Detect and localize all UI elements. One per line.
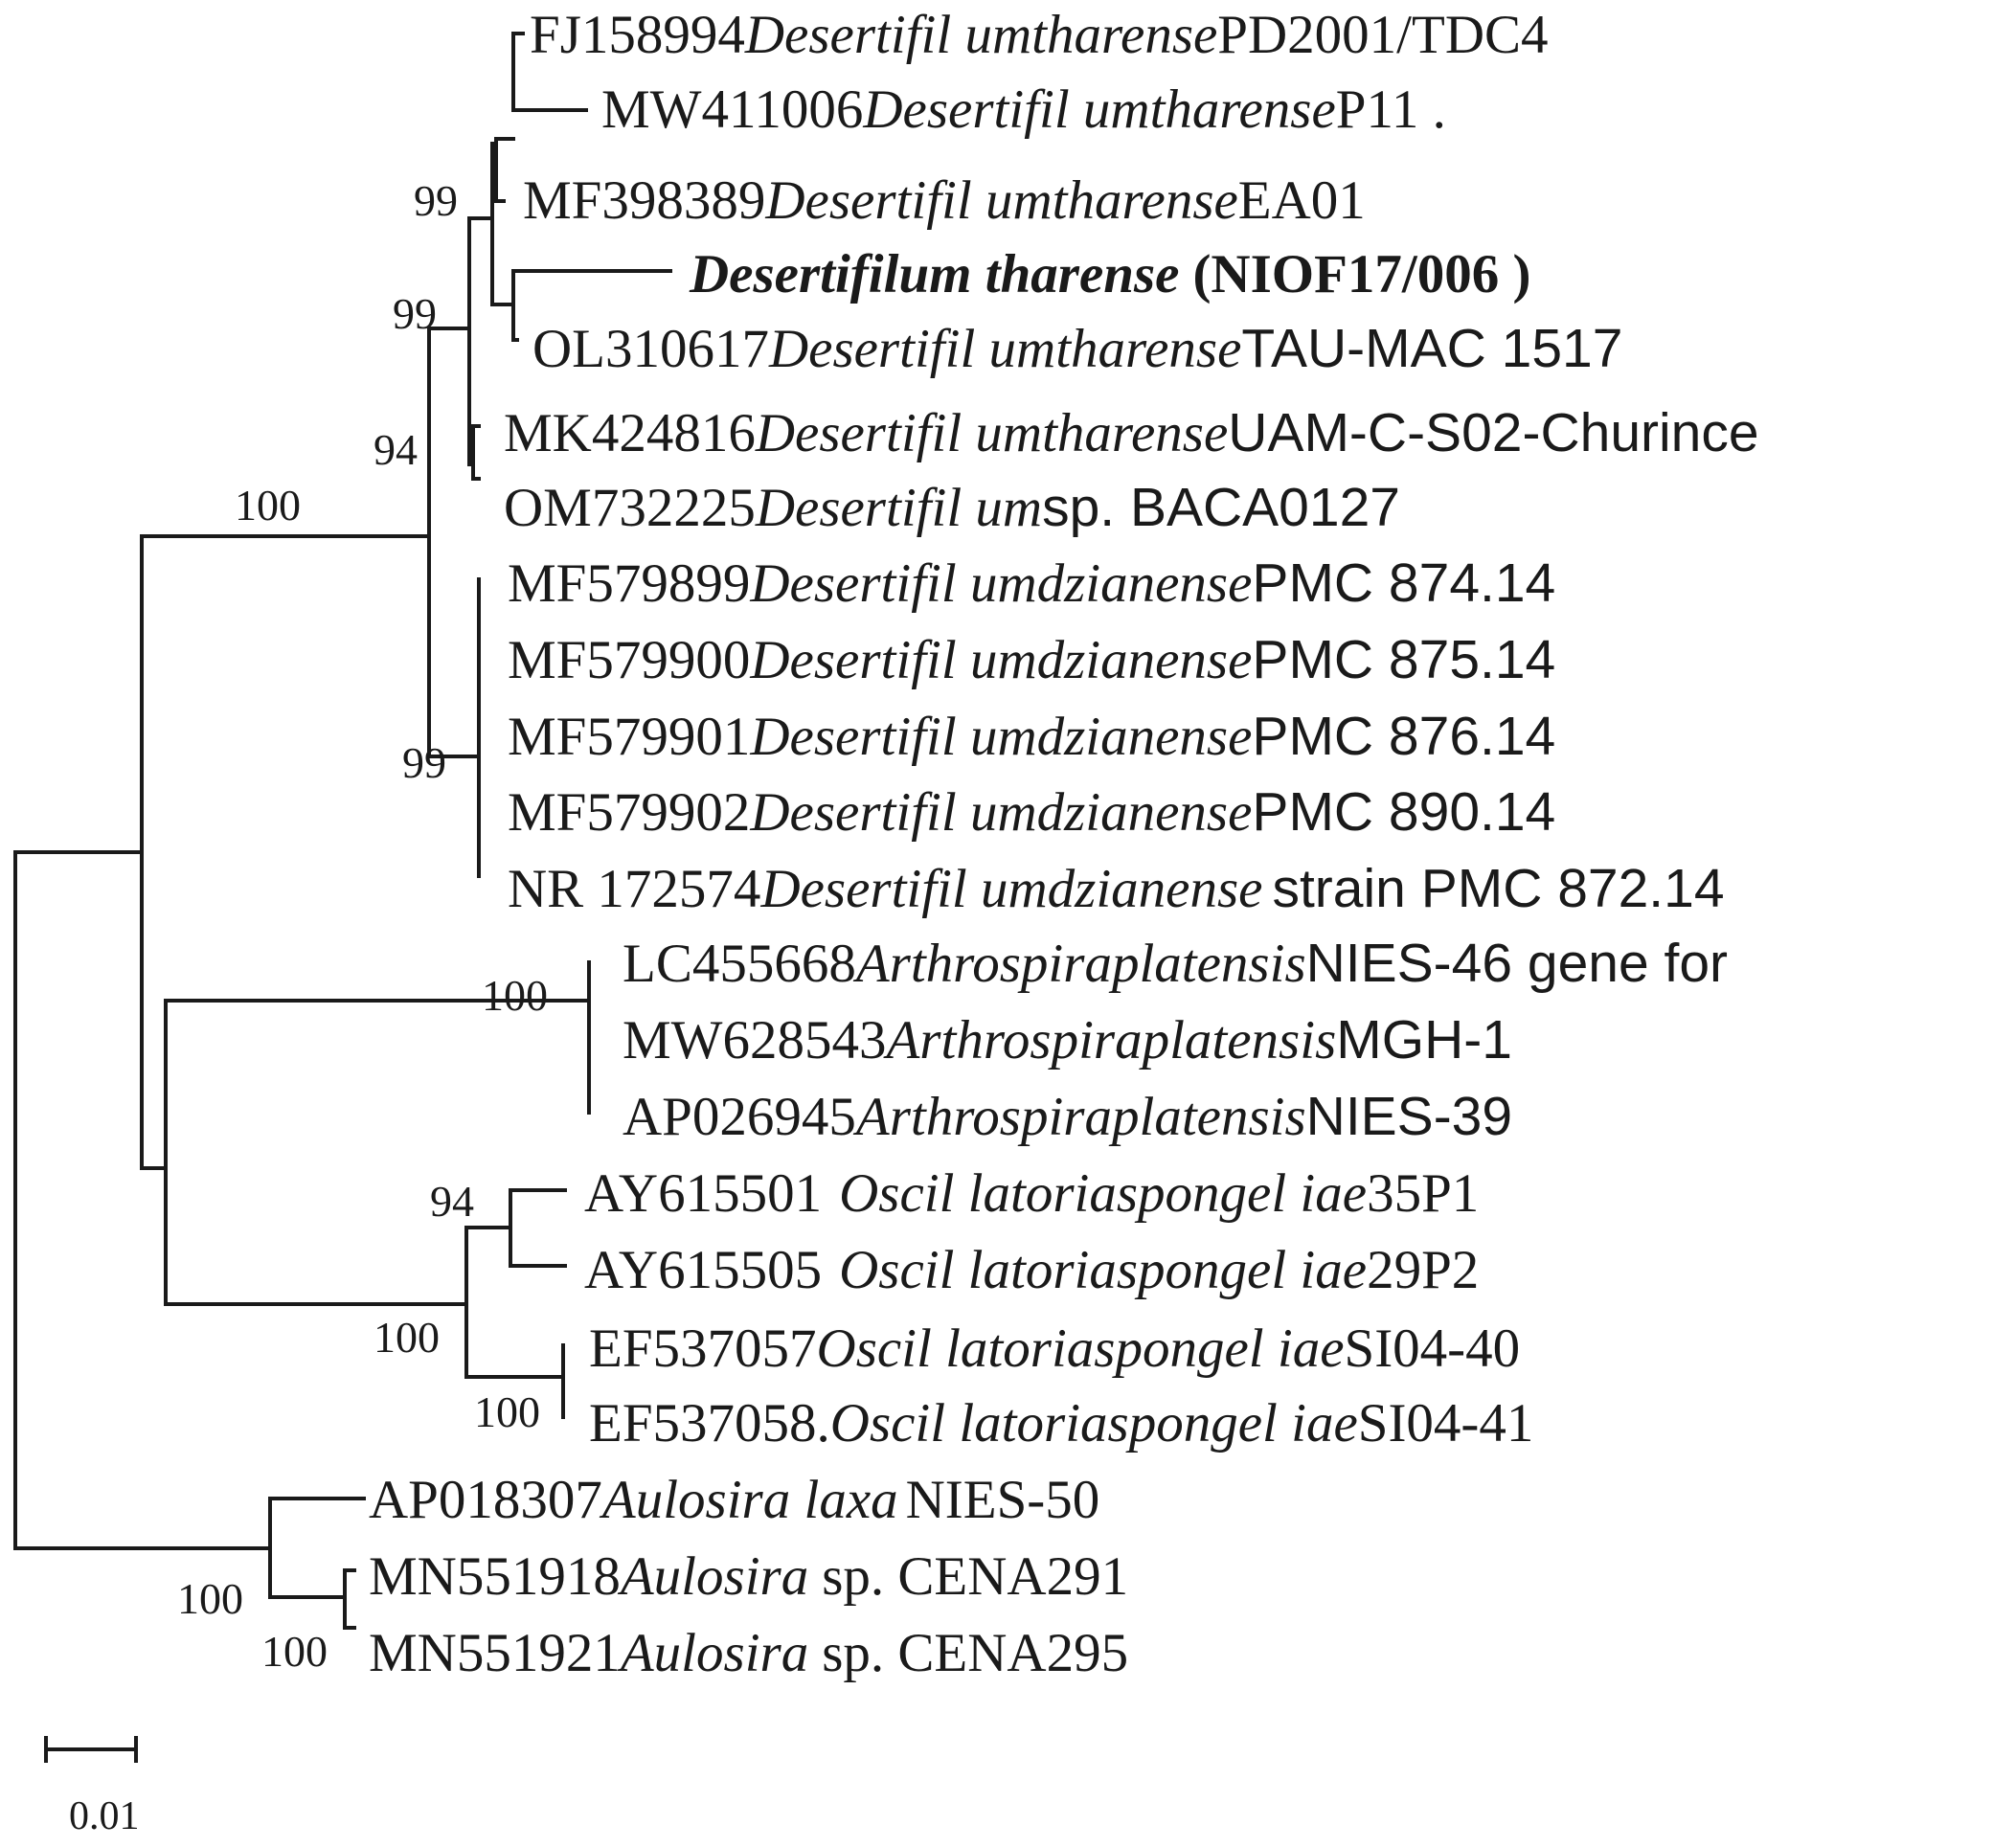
bootstrap-value: 94: [430, 1177, 474, 1226]
leaf-label: MF579902Desertifil umdzianensePMC 890.14: [508, 781, 1555, 843]
leaf-label: AP026945ArthrospiraplatensisNIES-39: [623, 1086, 1512, 1147]
leaf-label: OL310617Desertifil umtharenseTAU-MAC 151…: [532, 318, 1622, 379]
bootstrap-value: 94: [374, 425, 418, 474]
bootstrap-value: 100: [235, 481, 301, 530]
bootstrap-value: 100: [474, 1387, 540, 1436]
leaf-label: OM732225Desertifil umsp. BACA0127: [504, 477, 1400, 538]
scale-bar-label: 0.01: [69, 1794, 140, 1838]
leaf-label: EF537057Oscil latoriaspongel iaeSI04-40: [589, 1318, 1520, 1379]
bootstrap-value: 100: [177, 1574, 243, 1623]
leaf-label: MW411006Desertifil umtharenseP11 .: [601, 79, 1446, 140]
leaf-label: MF398389Desertifil umtharenseEA01: [523, 170, 1366, 231]
leaf-label-highlighted: Desertifilum tharense(NIOF17/006 ): [689, 244, 1531, 304]
bootstrap-value: 99: [414, 176, 458, 225]
bootstrap-values: 99 99 94 100 99 100 94 100 100 100 100: [177, 176, 548, 1676]
bootstrap-value: 100: [374, 1313, 440, 1362]
leaf-label: MF579901Desertifil umdzianensePMC 876.14: [508, 706, 1555, 767]
tree-branches: [13, 32, 672, 1763]
bootstrap-value: 99: [402, 738, 446, 787]
bootstrap-value: 100: [482, 971, 548, 1020]
leaf-labels: FJ158994Desertifil umtharensePD2001/TDC4…: [369, 5, 1759, 1683]
bootstrap-value: 100: [261, 1627, 328, 1676]
leaf-label: MF579900Desertifil umdzianensePMC 875.14: [508, 629, 1555, 690]
leaf-label: EF537058.Oscil latoriaspongel iaeSI04-41: [589, 1393, 1533, 1454]
leaf-label: FJ158994Desertifil umtharensePD2001/TDC4: [530, 5, 1549, 65]
leaf-label: MK424816Desertifil umtharenseUAM-C-S02-C…: [504, 402, 1759, 463]
leaf-label: LC455668ArthrospiraplatensisNIES-46 gene…: [623, 933, 1728, 994]
leaf-label: MW628543ArthrospiraplatensisMGH-1: [623, 1009, 1512, 1070]
leaf-label: MF579899Desertifil umdzianensePMC 874.14: [508, 552, 1555, 614]
bootstrap-value: 99: [393, 289, 437, 338]
